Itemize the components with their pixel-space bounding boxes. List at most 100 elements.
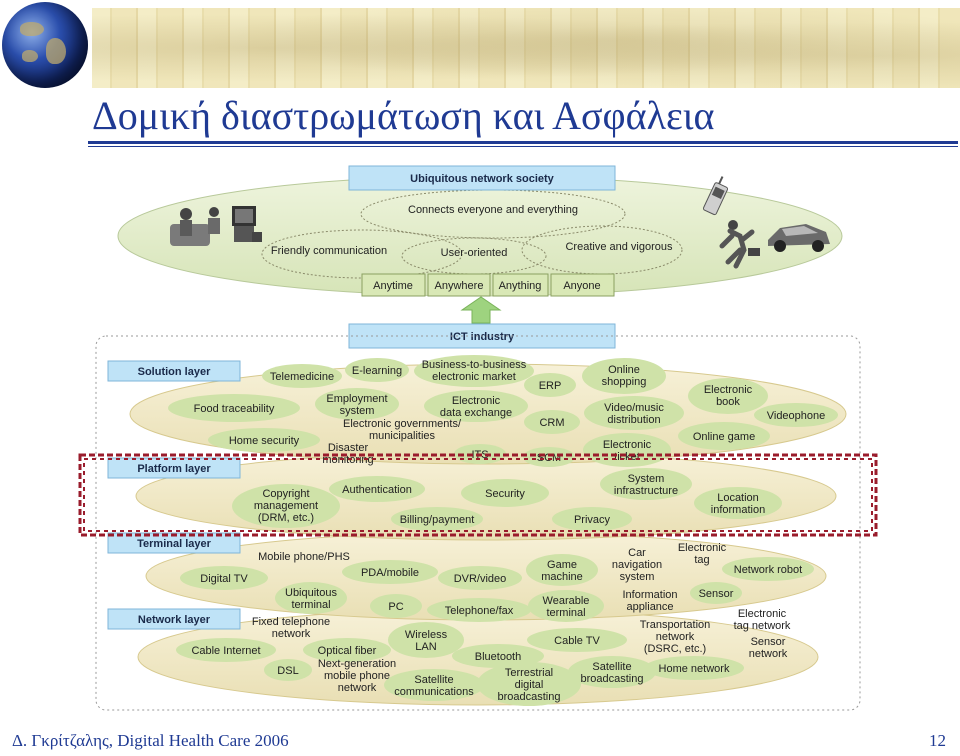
solution-layer: Solution layer Telemedicine E-learning B…: [107, 355, 847, 467]
location-information-node-2: information: [711, 504, 765, 516]
tab-anytime: Anytime: [373, 280, 413, 292]
information-appliance-node: Information: [622, 589, 677, 601]
crm-node: CRM: [539, 417, 564, 429]
satellite-communications-node: Satellite: [414, 674, 453, 686]
system-infrastructure-node-2: infrastructure: [614, 485, 678, 497]
car-navigation-node-3: system: [620, 571, 655, 583]
electronic-tag-network-node: Electronic: [738, 608, 787, 620]
platform-highlight: [78, 453, 878, 537]
platform-layer-label: Platform layer: [137, 463, 211, 475]
electronic-ticket-node-2: ticket: [614, 451, 640, 463]
ubiquitous-terminal-node-2: terminal: [291, 599, 330, 611]
satellite-broadcasting-node: Satellite: [592, 661, 631, 673]
information-appliance-node-2: appliance: [626, 601, 673, 613]
game-machine-node-2: machine: [541, 571, 583, 583]
employment-system-node-2: system: [340, 405, 375, 417]
home-security-node: Home security: [229, 435, 300, 447]
electronic-data-exchange-node: Electronic: [452, 395, 501, 407]
connects-label: Connects everyone and everything: [408, 204, 578, 216]
slide-title: Δομική διαστρωμάτωση και Ασφάλεια: [92, 93, 715, 138]
wireless-lan-node-2: LAN: [415, 641, 436, 653]
electronic-tag-node-2: tag: [694, 554, 709, 566]
telephone-fax-node: Telephone/fax: [445, 605, 514, 617]
banner-texture: [92, 8, 960, 88]
terrestrial-digital-node: Terrestrial: [505, 667, 553, 679]
food-traceability-node: Food traceability: [194, 403, 275, 415]
online-shopping-node-2: shopping: [602, 376, 647, 388]
e-government-node: Electronic governments/: [343, 418, 462, 430]
location-information-node: Location: [717, 492, 759, 504]
copyright-node-3: (DRM, etc.): [258, 512, 314, 524]
video-music-node-2: distribution: [607, 414, 660, 426]
sensor-network-node: Sensor: [751, 636, 786, 648]
terminal-layer: Terminal layer Mobile phone/PHS Digital …: [107, 531, 827, 622]
solution-layer-label: Solution layer: [138, 366, 211, 378]
optical-fiber-node: Optical fiber: [318, 645, 377, 657]
video-music-node: Video/music: [604, 402, 664, 414]
terrestrial-digital-node-3: broadcasting: [498, 691, 561, 703]
e-government-node-2: municipalities: [369, 430, 436, 442]
copyright-node: Copyright: [262, 488, 309, 500]
society-tabs: Anytime Anywhere Anything Anyone: [361, 273, 615, 297]
electronic-book-node-2: book: [716, 396, 740, 408]
network-robot-node: Network robot: [734, 564, 802, 576]
transportation-network-node: Transportation: [640, 619, 711, 631]
electronic-data-exchange-node-2: data exchange: [440, 407, 512, 419]
system-infrastructure-node: System: [628, 473, 665, 485]
telemedicine-node: Telemedicine: [270, 371, 334, 383]
ict-industry-section: ICT industry: [348, 296, 616, 349]
billing-payment-node: Billing/payment: [400, 514, 475, 526]
title-rule: [88, 141, 958, 144]
sensor-node: Sensor: [699, 588, 734, 600]
wearable-terminal-node: Wearable: [543, 595, 590, 607]
terminal-layer-label: Terminal layer: [137, 538, 211, 550]
next-generation-node-3: network: [338, 682, 377, 694]
car-navigation-node: Car: [628, 547, 646, 559]
platform-layer: Platform layer Copyright management (DRM…: [107, 451, 837, 541]
employment-system-node: Employment: [326, 393, 387, 405]
friendly-label: Friendly communication: [271, 245, 387, 257]
running-person-icon: [719, 220, 760, 269]
authentication-node: Authentication: [342, 484, 412, 496]
transportation-network-node-2: network: [656, 631, 695, 643]
society-section: Ubiquitous network society Connects ever…: [117, 165, 843, 297]
dsl-node: DSL: [277, 665, 298, 677]
online-game-node: Online game: [693, 431, 755, 443]
electronic-tag-node: Electronic: [678, 542, 727, 554]
layers-frame: [95, 335, 861, 711]
pda-mobile-node: PDA/mobile: [361, 567, 419, 579]
fixed-telephone-node: Fixed telephone: [252, 616, 330, 628]
title-rule-thin: [88, 146, 958, 147]
tab-anything: Anything: [499, 280, 542, 292]
wireless-lan-node: Wireless: [405, 629, 448, 641]
header-banner: [92, 8, 960, 88]
cable-internet-node: Cable Internet: [191, 645, 260, 657]
security-node: Security: [485, 488, 525, 500]
user-oriented-label: User-oriented: [441, 247, 508, 259]
mobile-phone-icon: [702, 176, 729, 216]
mobile-phone-phs-node: Mobile phone/PHS: [258, 551, 350, 563]
cable-tv-node: Cable TV: [554, 635, 600, 647]
digital-tv-node: Digital TV: [200, 573, 248, 585]
electronic-tag-network-node-2: tag network: [734, 620, 791, 632]
pc-node: PC: [388, 601, 403, 613]
society-header: Ubiquitous network society: [410, 173, 555, 185]
page-number: 12: [929, 731, 946, 750]
electronic-book-node: Electronic: [704, 384, 753, 396]
online-shopping-node: Online: [608, 364, 640, 376]
globe-logo-icon: [2, 2, 88, 88]
network-layer: Network layer Cable Internet Fixed telep…: [107, 608, 819, 706]
bluetooth-node: Bluetooth: [475, 651, 521, 663]
erp-node: ERP: [539, 380, 562, 392]
fixed-telephone-node-2: network: [272, 628, 311, 640]
family-tv-icon: [170, 206, 262, 246]
dvr-video-node: DVR/video: [454, 573, 507, 585]
sensor-network-node-2: network: [749, 648, 788, 660]
electronic-ticket-node: Electronic: [603, 439, 652, 451]
terrestrial-digital-node-2: digital: [515, 679, 544, 691]
car-icon: [768, 224, 830, 252]
b2b-market-node: Business-to-business: [422, 359, 527, 371]
home-network-node: Home network: [659, 663, 730, 675]
next-generation-node: Next-generation: [318, 658, 396, 670]
